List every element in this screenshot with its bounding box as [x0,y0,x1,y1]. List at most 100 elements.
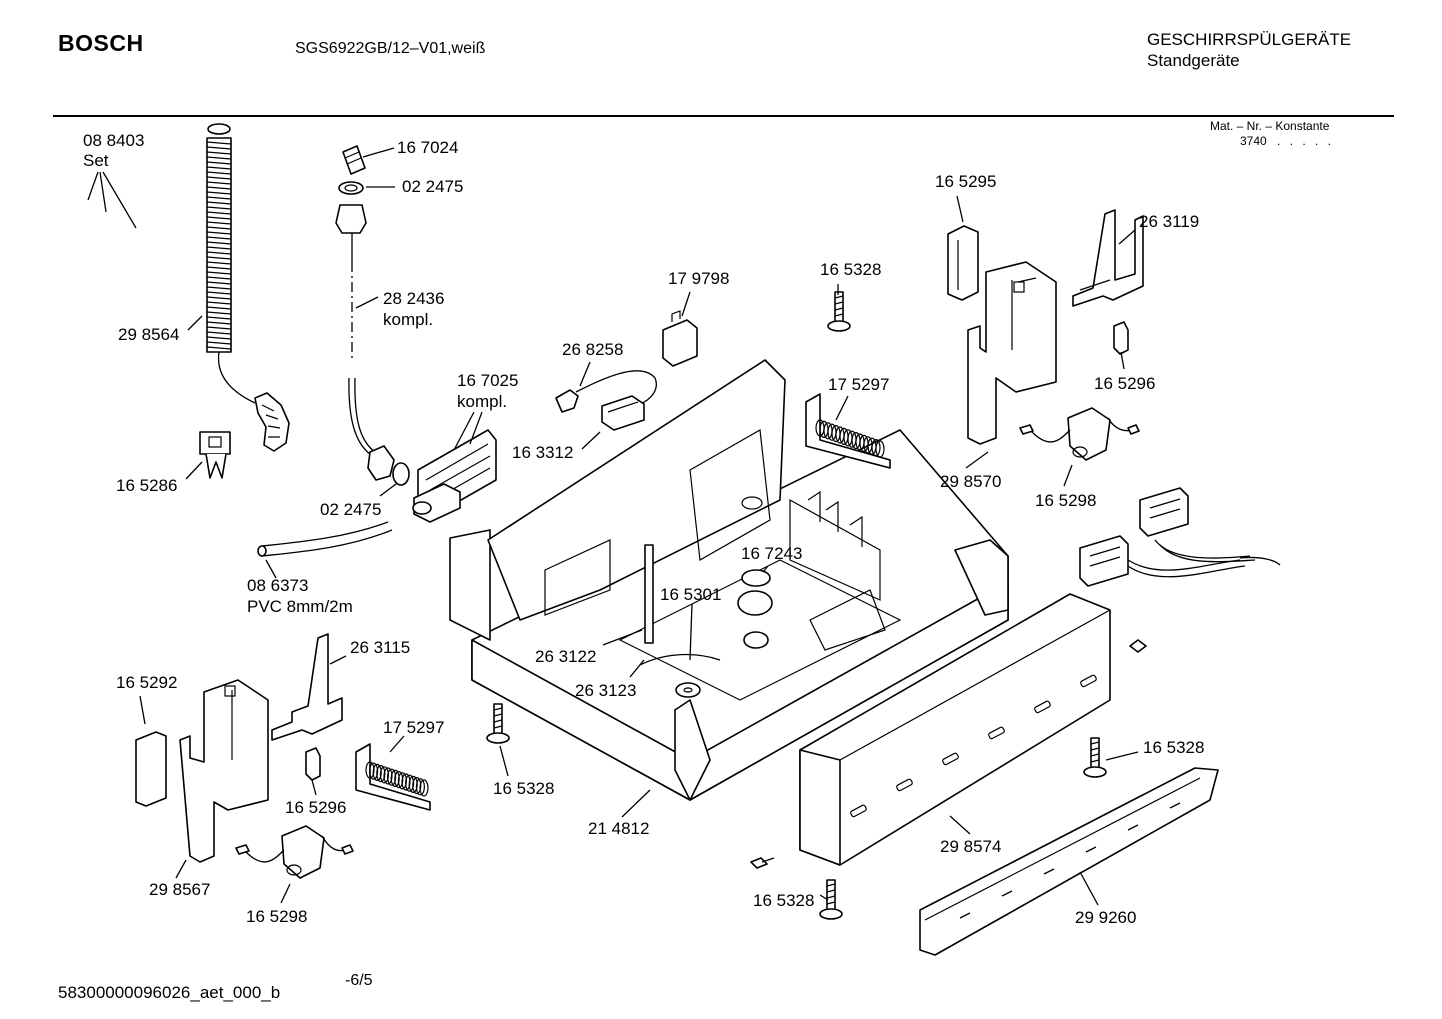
hose-rib [206,141,232,145]
spring-coil [875,440,885,458]
hose-rib [206,236,232,240]
part-label: 16 5298 [1035,491,1096,510]
part-label: 16 5328 [753,891,814,910]
spring-coil [390,769,400,788]
hose-rib [206,246,232,250]
hose-rib [206,231,232,235]
spring-coil [408,775,418,794]
part-label: 16 5292 [116,673,177,692]
drain-hose-drawing [206,123,290,452]
kickplate-slot [896,778,913,792]
spring-lower-drawing [355,743,431,811]
part-label: 16 5295 [935,172,996,191]
plinth-notch [1169,802,1181,809]
leveling-foot-bottom-drawing [819,879,843,920]
part-label: 26 3122 [535,647,596,666]
hose-rib [206,276,232,280]
spring-coil [397,772,407,790]
cover-165292-drawing [135,731,167,807]
pvc-hose-drawing [257,521,393,557]
leveling-foot-left-drawing [486,703,510,744]
hose-rib [206,216,232,220]
hose-rib [206,296,232,300]
hose-rib [206,316,232,320]
part-label: 26 3119 [1139,212,1199,231]
hose-rib [206,146,232,150]
spring-coil [376,764,386,783]
spring-coil [419,779,429,797]
spring-coil [369,762,379,780]
hose-rib [206,321,232,325]
part-label: 16 3312 [512,443,573,462]
clip-upper-drawing [1113,321,1129,355]
spring-coil [871,439,881,457]
part-label: 16 5286 [116,476,177,495]
hose-rib [206,311,232,315]
part-label: 17 5297 [383,718,444,737]
plinth-notch [1043,868,1055,875]
hose-rib [206,196,232,200]
sensor-drawing [662,310,698,367]
hose-rib [206,301,232,305]
brand-logo: BOSCH [58,30,144,56]
switch-lower-drawing [235,825,354,879]
mat-nr-dots: . . . . . [1277,134,1335,148]
kickplate-slot [1034,700,1051,714]
kickplate-slot [850,804,867,818]
hose-clip-drawing [199,431,231,479]
hose-rib [206,191,232,195]
hose-rib [206,261,232,265]
part-label: 16 7024 [397,138,458,157]
wire-connector-drawing [555,370,657,431]
spring-coil [387,768,397,786]
hose-rib [206,226,232,230]
hose-rib [206,266,232,270]
part-label: 16 5328 [1143,738,1204,757]
part-label: 02 2475 [320,500,381,519]
bracket-263115-drawing [271,633,343,741]
hose-rib [206,291,232,295]
category-title: GESCHIRRSPÜLGERÄTE [1147,30,1352,49]
hose-rib [206,346,232,350]
hose-rib [206,281,232,285]
spring-coil [383,767,393,785]
plate-298567-drawing [179,679,269,863]
spring-coil [401,773,411,791]
plate-298570-drawing [967,261,1057,445]
leveling-foot-right-drawing [1083,737,1107,778]
plinth-299260-drawing [919,767,1219,956]
base-tub-drawing [449,359,1009,801]
hose-rib [206,241,232,245]
hose-rib [206,166,232,170]
kickplate-298574-drawing [799,593,1111,866]
model-number: SGS6922GB/12–V01,weiß [295,40,486,57]
hose-rib [206,286,232,290]
document-id: 58300000096026_aet_000_b [58,983,281,1002]
part-label: 26 3123 [575,681,636,700]
part-label: 02 2475 [402,177,463,196]
hose-rib [206,306,232,310]
kickplate-slot [942,752,959,766]
part-label: 29 8564 [118,325,179,344]
bracket-165295-drawing [947,225,979,301]
part-label: 16 5296 [1094,374,1155,393]
hose-rib [206,341,232,345]
part-label: 26 8258 [562,340,623,359]
spring-coil [379,766,389,784]
hose-rib [206,256,232,260]
spring-coil [412,776,422,795]
mat-nr-value: 3740 [1240,134,1267,148]
hose-rib [206,156,232,160]
part-label: 29 9260 [1075,908,1136,927]
kickplate-slot [988,726,1005,740]
inlet-assembly-drawing [335,145,410,486]
part-drawings [135,123,1281,956]
hose-rib [206,271,232,275]
subcategory-title: Standgeräte [1147,51,1240,70]
plinth-notch [1127,824,1139,831]
part-label: 16 7243 [741,544,802,563]
hose-rib [206,186,232,190]
